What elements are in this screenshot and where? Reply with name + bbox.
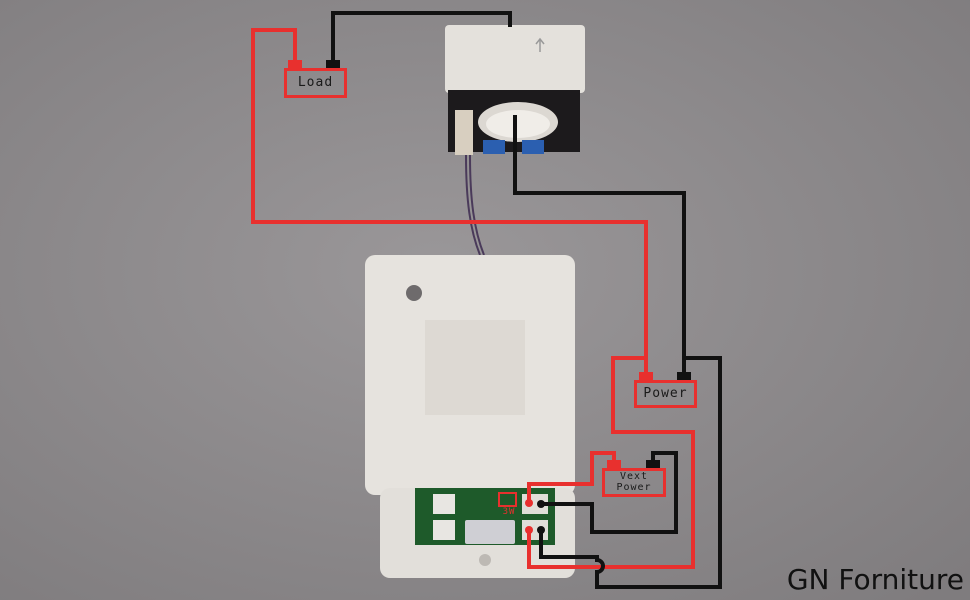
neutral-wires — [331, 11, 722, 589]
power-box — [634, 380, 697, 408]
usb-port — [465, 520, 515, 544]
live-wires — [251, 28, 695, 569]
arrow-icon — [535, 37, 545, 52]
energy-meter-device — [365, 255, 575, 578]
connector-tabs — [288, 60, 691, 469]
power-label: Power — [643, 386, 688, 401]
load-box — [284, 68, 347, 98]
vext-label-line1: Vext — [619, 471, 649, 482]
terminal-dots — [525, 499, 545, 534]
jumper-label: 3W — [502, 507, 516, 517]
vext-label-line2: Power — [616, 482, 652, 493]
sensor-cable — [465, 154, 485, 256]
vext-power-box — [602, 468, 666, 497]
brand-watermark: GN Forniture — [786, 563, 964, 596]
load-label: Load — [297, 75, 334, 90]
jumper-box — [498, 492, 517, 507]
current-transformer-sensor — [445, 25, 585, 256]
